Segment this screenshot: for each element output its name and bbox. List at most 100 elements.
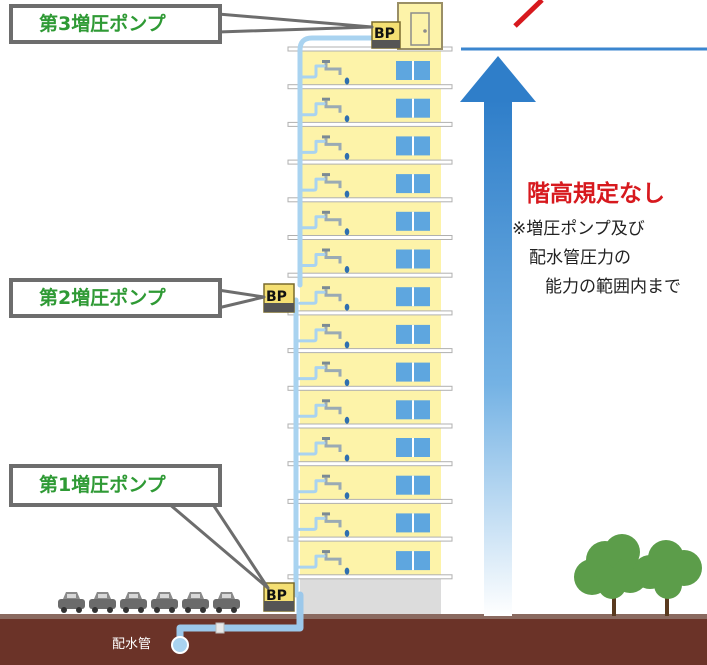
water-drop — [344, 152, 350, 160]
faucet-handle — [322, 512, 330, 516]
branch-pipe — [294, 328, 326, 343]
booster-pump-3: BP — [371, 21, 401, 49]
car-wheel — [138, 607, 144, 613]
faucet — [324, 289, 342, 302]
main-pipe-label: 配水管 — [112, 637, 151, 652]
callout-2-text: 第2増圧ポンプ — [39, 286, 166, 309]
floor-slab — [287, 46, 453, 52]
water-drop — [344, 190, 350, 198]
car-window — [160, 594, 169, 598]
branch-pipe — [294, 441, 326, 456]
car-wheel — [216, 607, 222, 613]
floor-slab — [287, 235, 453, 240]
booster-pump-1: BP — [263, 582, 295, 612]
building-ground-floor — [300, 578, 441, 614]
ground — [0, 618, 707, 665]
car-wheel — [76, 607, 82, 613]
floor-slab — [287, 574, 453, 580]
branch-pipe — [298, 253, 326, 267]
floor-slab — [287, 159, 453, 165]
faucet — [324, 515, 342, 528]
parked-car — [182, 592, 209, 613]
water-drop — [344, 303, 350, 311]
water-drop — [344, 115, 350, 123]
faucet-handle — [322, 437, 330, 440]
floor-slab — [287, 197, 453, 203]
faucet-handle — [322, 248, 330, 252]
faucet — [324, 364, 342, 377]
faucet — [324, 477, 342, 490]
parked-car — [151, 592, 178, 613]
parked-cars — [58, 592, 240, 613]
car-window — [129, 594, 138, 598]
branch-pipe — [294, 403, 326, 418]
water-drop — [344, 454, 350, 462]
water-drop — [344, 492, 350, 500]
floor-slab — [287, 423, 453, 429]
tree-trunk — [665, 585, 669, 616]
floor-slab — [287, 272, 453, 278]
ground-surface-line — [0, 614, 707, 619]
building — [287, 2, 453, 614]
branch-pipe — [298, 64, 326, 79]
callout-2-pointer — [216, 288, 266, 310]
callout-3-text: 第3増圧ポンプ — [39, 12, 166, 35]
callout-3-pointer — [216, 12, 374, 34]
faucet — [324, 326, 342, 339]
faucet-handle — [322, 173, 330, 177]
car-body — [58, 599, 85, 609]
faucet-handle — [322, 286, 330, 290]
note-line-2: 配水管圧力の — [529, 248, 631, 268]
pump-1-label: BP — [266, 588, 287, 604]
callout-1-pointer — [166, 501, 270, 590]
callout-booster-pump-2: 第2増圧ポンプ — [9, 278, 222, 318]
tree-canopy — [574, 534, 702, 599]
faucet — [324, 63, 342, 75]
water-drop — [344, 416, 350, 424]
faucet — [324, 440, 342, 452]
water-drop — [344, 341, 350, 349]
arrow-head — [460, 56, 536, 102]
tree-trunk — [612, 583, 616, 616]
parked-car — [213, 592, 240, 613]
callout-booster-pump-3: 第3増圧ポンプ — [9, 4, 222, 44]
floor-slab — [287, 121, 453, 127]
branch-pipe — [294, 479, 326, 494]
floor-slab — [287, 348, 453, 354]
water-drop — [344, 266, 350, 273]
car-window — [191, 594, 200, 598]
car-wheel — [185, 607, 191, 613]
faucet-handle — [322, 399, 330, 403]
rooftop-stair-house — [397, 2, 443, 50]
booster-pump-2: BP — [263, 283, 295, 313]
car-window — [222, 594, 231, 598]
pump-2-label: BP — [266, 289, 287, 305]
water-drop — [344, 379, 350, 387]
branch-pipe — [294, 554, 326, 569]
pump-3-label: BP — [374, 26, 395, 42]
branch-pipe — [294, 366, 326, 381]
callout-booster-pump-1: 第1増圧ポンプ — [9, 464, 222, 507]
main-pipe-end — [171, 636, 189, 654]
branch-pipe — [294, 516, 326, 531]
car-body — [120, 599, 147, 609]
arrow-shaft — [484, 100, 512, 616]
branch-pipe — [298, 177, 326, 192]
faucet — [324, 213, 342, 226]
floor-slab — [287, 84, 453, 90]
pipe-joint — [215, 622, 225, 634]
car-body — [182, 599, 209, 609]
floor-slabs — [287, 46, 453, 580]
faucet-handle — [322, 361, 330, 365]
parked-car — [58, 592, 85, 613]
car-wheel — [123, 607, 129, 613]
riser-pipe — [297, 35, 375, 288]
water-drop — [344, 77, 350, 85]
headline-no-height-limit: 階高規定なし — [527, 181, 665, 207]
faucet-handle — [322, 474, 330, 478]
faucet-handle — [322, 210, 330, 214]
water-drop — [344, 228, 350, 236]
car-window — [67, 594, 76, 598]
branch-pipe — [298, 139, 326, 154]
